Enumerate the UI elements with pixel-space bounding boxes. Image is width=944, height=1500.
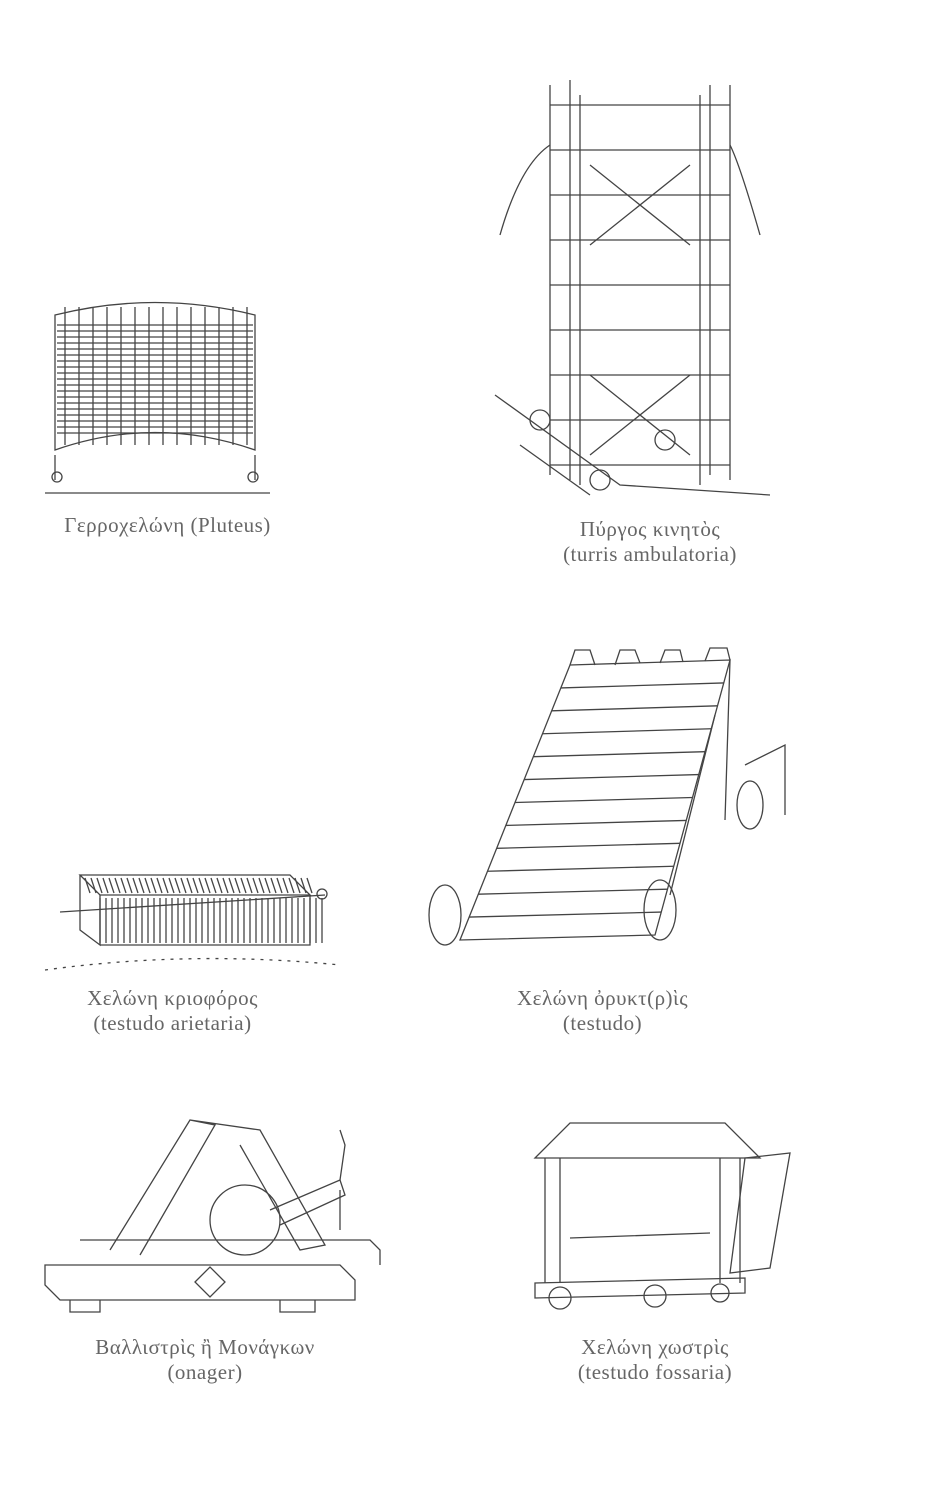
onager-caption: Βαλλιστρὶς ἢ Μονάγκων (onager) [75, 1335, 335, 1385]
caption-greek: Πύργος κινητὸς [579, 517, 721, 541]
caption-greek: Χελώνη ὀρυκτ(ρ)ὶς [516, 986, 689, 1010]
siege-tower-illustration [480, 75, 780, 500]
pluteus-illustration [45, 285, 270, 495]
caption-latin: (testudo arietaria) [93, 1011, 252, 1035]
testudo-arietaria-illustration [40, 850, 340, 975]
onager-illustration [40, 1100, 385, 1315]
caption-latin: (testudo) [562, 1011, 643, 1035]
pluteus-caption: Γερροχελώνη (Pluteus) [45, 513, 290, 538]
caption-greek: Χελώνη κριοφόρος [87, 986, 258, 1010]
testudo-fossaria-illustration [530, 1118, 795, 1318]
testudo-caption: Χελώνη ὀρυκτ(ρ)ὶς (testudo) [490, 986, 715, 1036]
caption-greek: Βαλλιστρὶς ἢ Μονάγκων [95, 1335, 315, 1359]
testudo-illustration [415, 645, 790, 975]
caption-latin: (onager) [167, 1360, 243, 1384]
caption-latin: (turris ambulatoria) [563, 542, 737, 566]
caption-latin: (testudo fossaria) [577, 1360, 733, 1384]
siege-tower-caption: Πύργος κινητὸς (turris ambulatoria) [530, 517, 770, 567]
caption-greek: Γερροχελώνη (Pluteus) [64, 513, 271, 537]
caption-greek: Χελώνη χωστρὶς [581, 1335, 729, 1359]
testudo-arietaria-caption: Χελώνη κριοφόρος (testudo arietaria) [55, 986, 290, 1036]
testudo-fossaria-caption: Χελώνη χωστρὶς (testudo fossaria) [545, 1335, 765, 1385]
